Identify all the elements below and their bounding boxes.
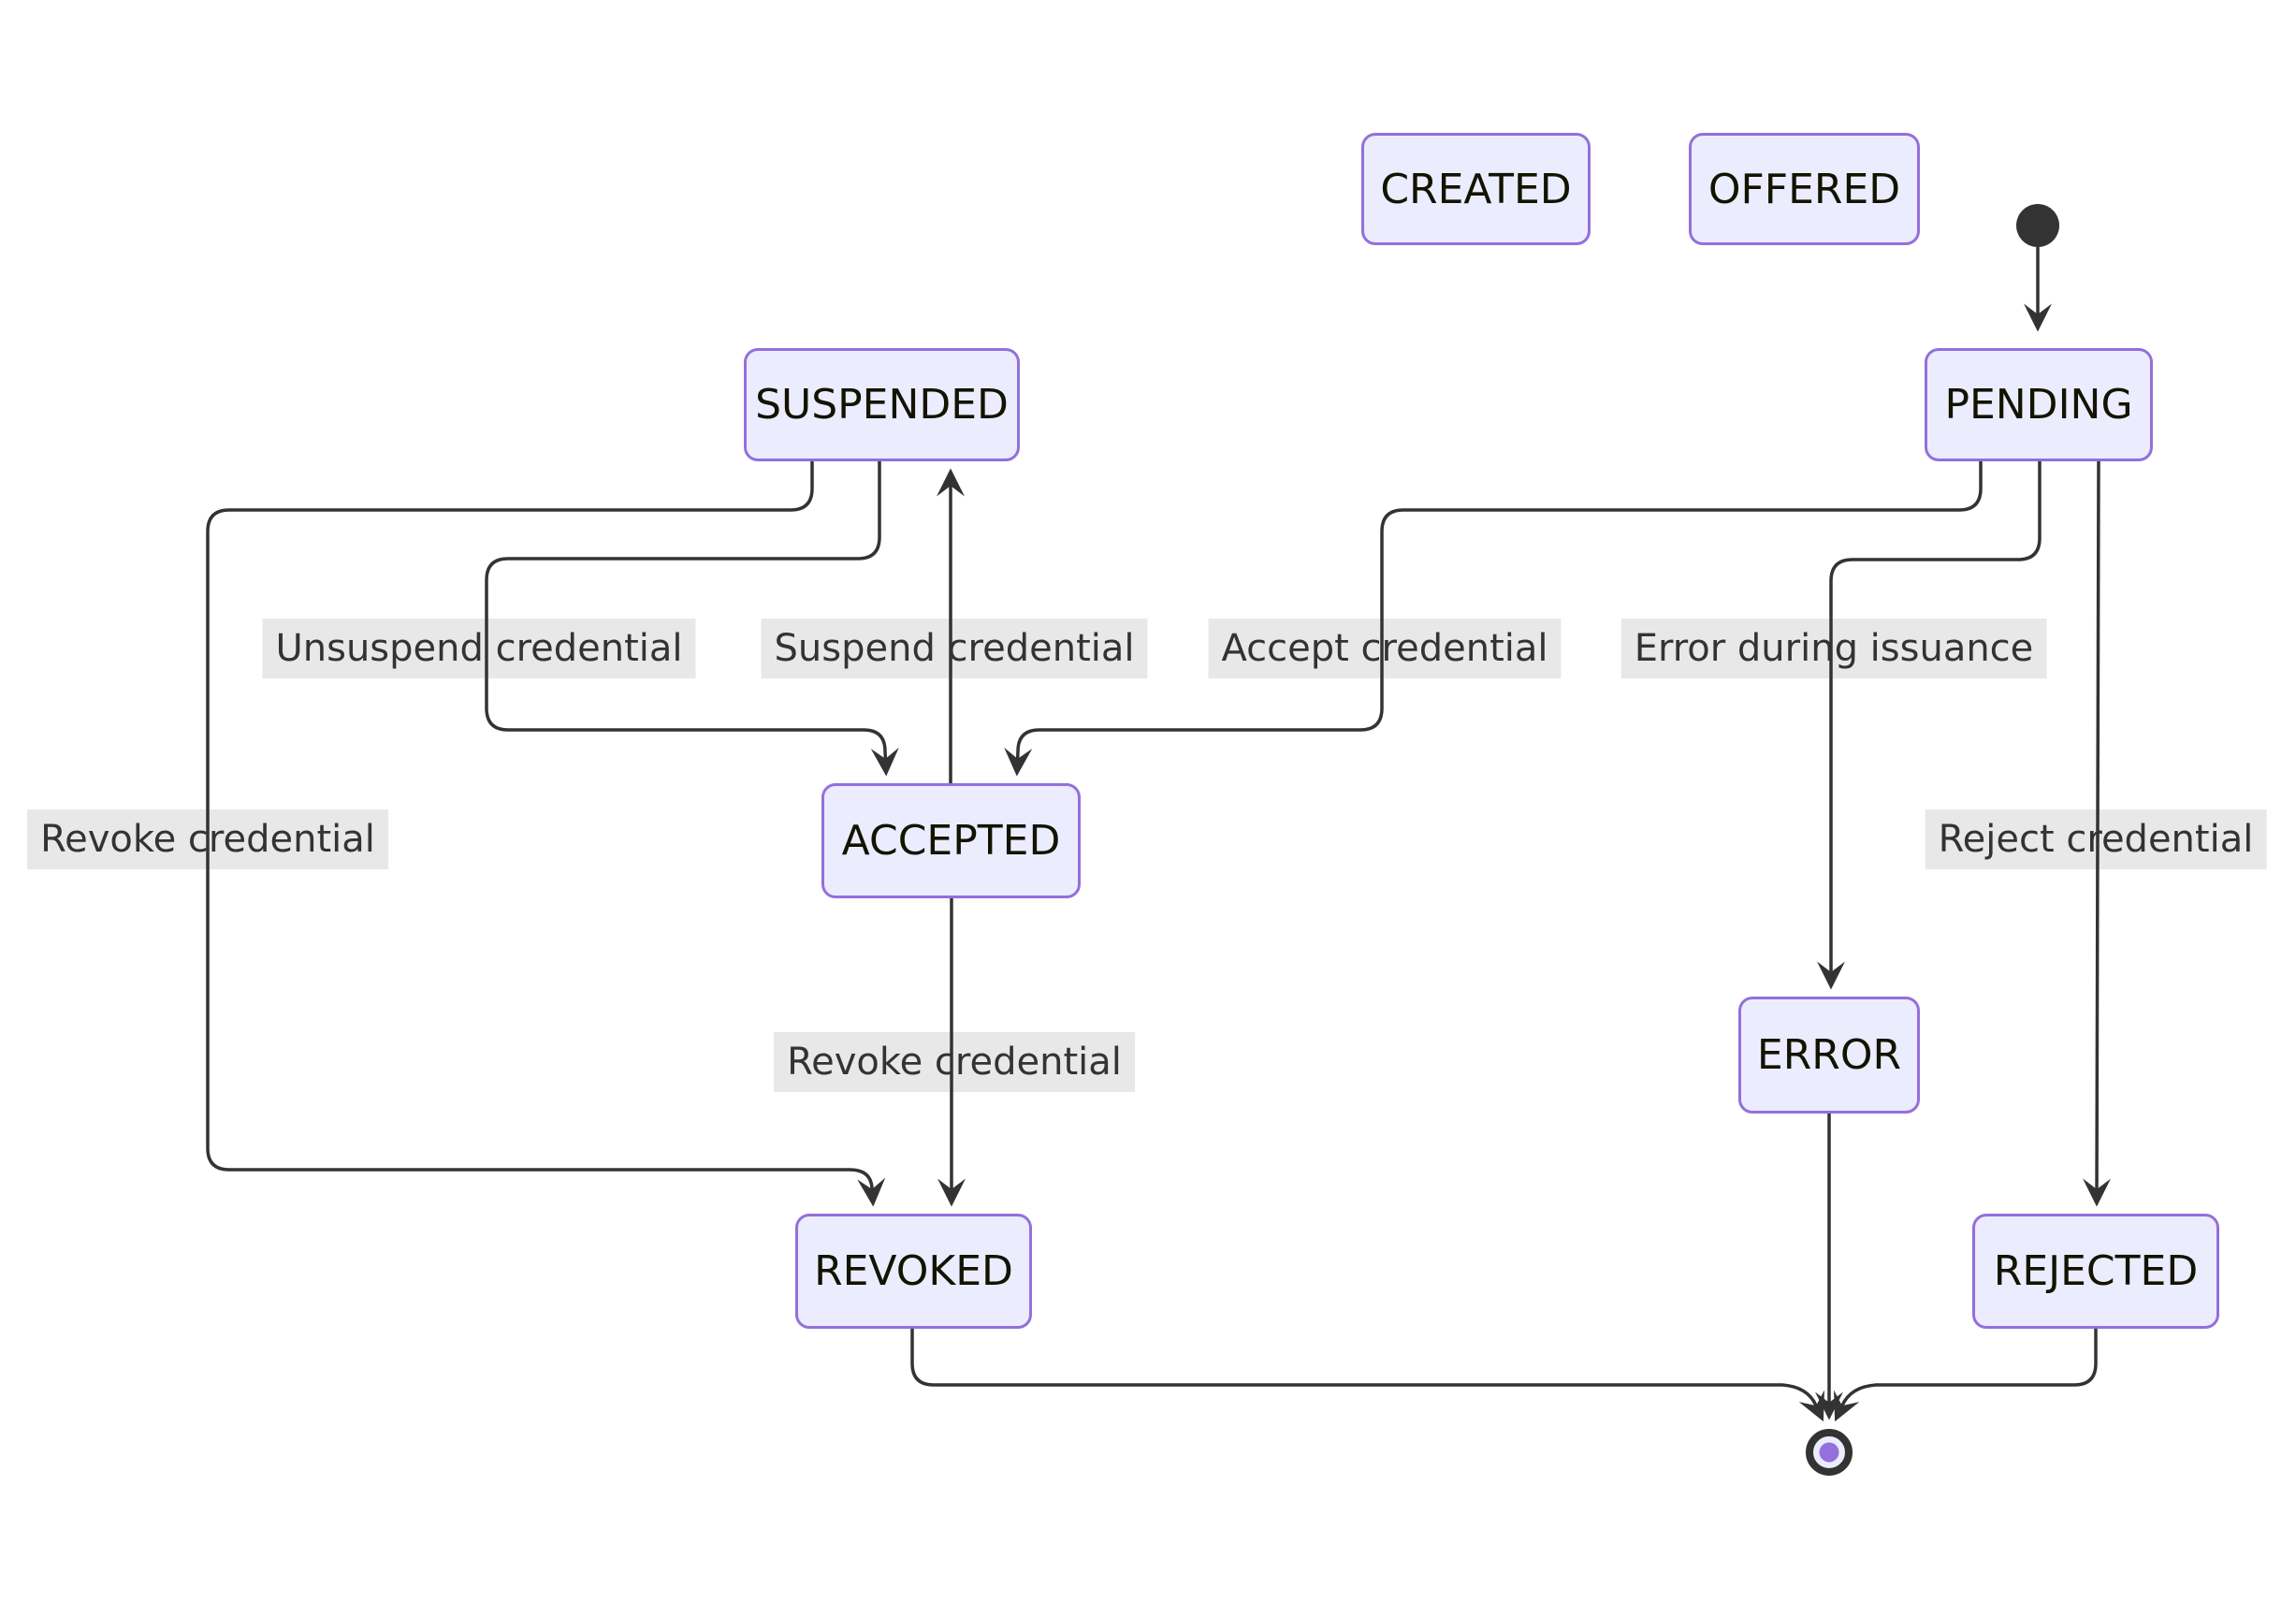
edge-label-error-during-issuance: Error during issuance	[1620, 619, 2047, 678]
edge-suspended-to-accepted	[485, 461, 899, 777]
state-node-error: ERROR	[1738, 997, 1920, 1114]
state-label-error: ERROR	[1756, 1031, 1902, 1079]
edge-label-unsuspend-credential: Unsuspend credential	[262, 619, 696, 678]
state-node-created: CREATED	[1361, 133, 1591, 245]
state-label-pending: PENDING	[1944, 381, 2133, 429]
final-state-marker	[1806, 1429, 1853, 1476]
state-label-rejected: REJECTED	[1993, 1247, 2199, 1295]
edge-pending-to-rejected	[2083, 460, 2112, 1207]
state-label-suspended: SUSPENDED	[755, 381, 1009, 429]
state-node-pending: PENDING	[1925, 348, 2153, 461]
state-node-offered: OFFERED	[1689, 133, 1920, 245]
state-node-suspended: SUSPENDED	[744, 348, 1020, 461]
state-node-accepted: ACCEPTED	[821, 783, 1081, 898]
final-state-inner-dot	[1819, 1442, 1839, 1463]
state-label-revoked: REVOKED	[814, 1247, 1013, 1295]
edge-suspended-to-revoked	[206, 461, 886, 1207]
edge-revoked-to-final	[910, 1329, 1824, 1422]
state-label-created: CREATED	[1380, 165, 1572, 213]
edge-label-accept-credential: Accept credential	[1208, 619, 1562, 678]
edge-label-suspend-credential: Suspend credential	[761, 619, 1148, 678]
state-label-accepted: ACCEPTED	[841, 817, 1061, 865]
edge-rejected-to-final	[1834, 1329, 2098, 1422]
state-node-revoked: REVOKED	[795, 1214, 1032, 1329]
edge-pending-to-error	[1817, 461, 2042, 990]
state-label-offered: OFFERED	[1707, 165, 1901, 213]
edge-label-revoke-credential-mid: Revoke credential	[774, 1032, 1135, 1092]
state-node-rejected: REJECTED	[1972, 1214, 2219, 1329]
edge-label-reject-credential: Reject credential	[1925, 809, 2267, 869]
initial-state-dot	[2016, 204, 2059, 247]
edge-pending-to-accepted	[1004, 461, 1983, 777]
